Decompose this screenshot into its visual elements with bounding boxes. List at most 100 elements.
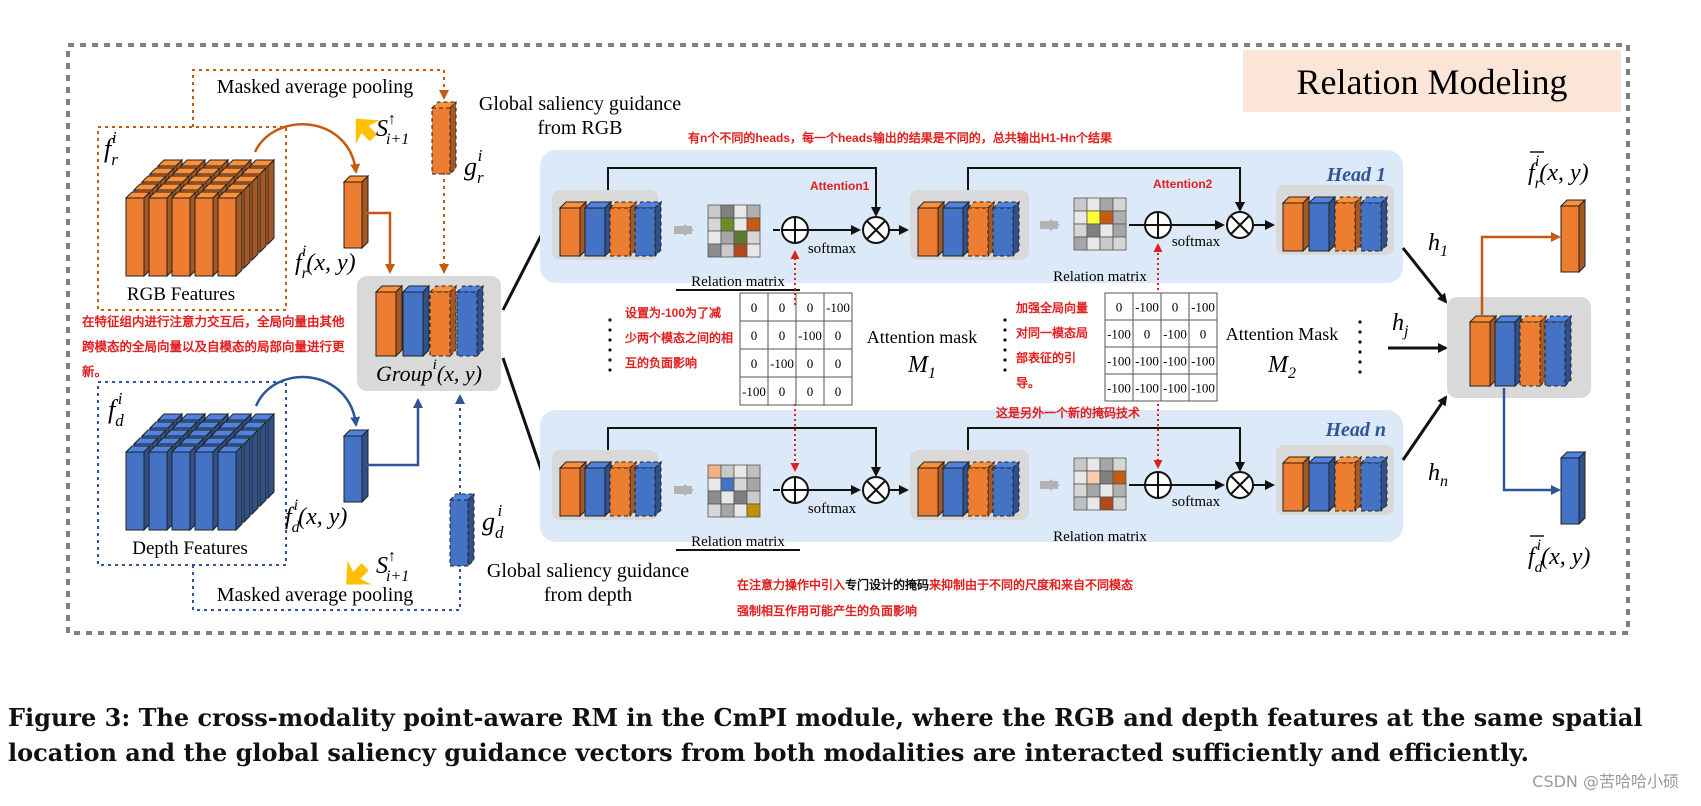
mask-cell xyxy=(1160,319,1190,348)
gr-bar xyxy=(430,100,458,176)
relation-matrix-label: Relation matrix xyxy=(691,534,785,550)
softmax-label: softmax xyxy=(1172,494,1221,510)
output-tokens xyxy=(1468,314,1573,388)
group-tokens xyxy=(374,284,485,358)
mask-cell-value: 0 xyxy=(1172,300,1179,315)
new-mask-note: 这是另外一个新的掩码技术 xyxy=(996,405,1140,420)
token-depth xyxy=(1307,195,1337,253)
token-rgb xyxy=(558,200,588,258)
token-depth xyxy=(941,460,971,518)
left-note-line1: 在特征组内进行注意力交互后，全局向量由其他 xyxy=(82,314,345,329)
mask-cell-value: -100 xyxy=(1135,381,1159,396)
caption-line1: Figure 3: The cross-modality point-aware… xyxy=(8,703,1643,732)
mask-cell xyxy=(1132,292,1162,321)
mask-cell-value: 0 xyxy=(779,300,786,315)
fr-xy-vector xyxy=(342,174,370,250)
mask2-note-line3: 部表征的引 xyxy=(1016,350,1076,365)
mask-cell-value: 0 xyxy=(835,356,842,371)
head-tokens-b xyxy=(916,200,1021,258)
fd-label: fdi xyxy=(108,389,124,430)
mask-cell xyxy=(1104,292,1134,321)
attention-mask1-label: Attention mask xyxy=(867,327,978,347)
mask-cell-value: -100 xyxy=(742,384,766,399)
bottom-note-line1: 在注意力操作中引入专门设计的掩码来抑制由于不同的尺度和来自不同模态 xyxy=(737,577,1133,592)
mask2-note-line4: 导。 xyxy=(1016,375,1040,390)
mask-cell xyxy=(1160,292,1190,321)
headn-label: Head n xyxy=(1324,419,1386,441)
left-note-line3: 新。 xyxy=(82,364,107,379)
fr-to-group-arrow xyxy=(366,211,395,274)
mask-cell-value: 0 xyxy=(1200,327,1207,342)
hj-label: hj xyxy=(1392,310,1409,340)
head1-label: Head 1 xyxy=(1326,164,1386,186)
token-rgb xyxy=(1281,455,1311,513)
fd-xy-vector xyxy=(342,428,370,504)
mask-cell-value: -100 xyxy=(1163,327,1187,342)
token-global-depth xyxy=(633,200,663,258)
outer-frame xyxy=(66,43,1630,635)
token-depth xyxy=(1493,314,1523,388)
mask-cell-value: -100 xyxy=(1163,354,1187,369)
softmax-label: softmax xyxy=(808,501,857,517)
mask-cell-value: 0 xyxy=(807,384,814,399)
caption-line2: location and the global saliency guidanc… xyxy=(8,738,1529,767)
down-left-arrow-icon xyxy=(346,560,372,585)
token-rgb xyxy=(1468,314,1498,388)
token-global-rgb xyxy=(966,200,996,258)
softmax-label: softmax xyxy=(808,241,857,257)
mask-cell xyxy=(1160,373,1190,402)
relation-matrix-grid xyxy=(707,464,761,518)
mask-cell-value: -100 xyxy=(1191,381,1215,396)
mask-cell-value: -100 xyxy=(826,300,850,315)
relation-matrix-grid xyxy=(707,204,761,258)
token-global-rgb xyxy=(428,284,458,358)
fr-bar xyxy=(342,174,370,250)
fr-label: fri xyxy=(104,128,118,169)
mask-cell-value: -100 xyxy=(1191,300,1215,315)
token-rgb xyxy=(558,460,588,518)
mask-cell xyxy=(1188,292,1218,321)
h1-arrow xyxy=(1401,247,1448,304)
cube-bar xyxy=(170,444,198,532)
add-operator-icon xyxy=(1144,211,1172,239)
depth-to-fd-arrow xyxy=(254,375,361,427)
mask-cell xyxy=(1188,346,1218,375)
mask-cell xyxy=(1104,373,1134,402)
diagram-title: Relation Modeling xyxy=(1297,62,1568,102)
mask-cell-value: -100 xyxy=(1135,300,1159,315)
mask-cell-value: 0 xyxy=(835,384,842,399)
fd-to-group-arrow xyxy=(366,398,423,467)
token-global-rgb xyxy=(608,200,638,258)
mask-cell xyxy=(823,320,853,350)
token-global-depth xyxy=(633,460,663,518)
mask-cell-value: 0 xyxy=(807,356,814,371)
rgb-feature-cube xyxy=(124,158,276,278)
multiply-operator-icon xyxy=(862,476,890,504)
cube-bar xyxy=(124,444,152,532)
cube-bar xyxy=(147,444,175,532)
depth-feature-cube xyxy=(124,412,276,532)
mask1-note-line1: 设置为-100为了减 xyxy=(625,305,721,320)
mask-cell xyxy=(767,320,797,350)
depth-features-label: Depth Features xyxy=(132,538,248,559)
fr-xy-label: fri(x, y) xyxy=(295,243,356,282)
global-depth-line2: from depth xyxy=(544,584,632,606)
head-tokens-a xyxy=(558,200,663,258)
cube-bar xyxy=(193,190,221,278)
head-tokens-out xyxy=(1281,195,1389,253)
token-global-rgb xyxy=(1518,314,1548,388)
left-note-line2: 跨模态的全局向量以及自模态的局部向量进行更 xyxy=(82,339,345,354)
figure-caption: Figure 3: The cross-modality point-aware… xyxy=(8,700,1698,770)
token-global-depth xyxy=(991,460,1021,518)
mask-cell xyxy=(1104,346,1134,375)
multiply-operator-icon xyxy=(1226,211,1254,239)
mask1-note-line3: 互的负面影响 xyxy=(625,355,697,370)
out-to-fr-arrow xyxy=(1480,232,1561,315)
gd-bar xyxy=(448,492,476,568)
m1-label: M1 xyxy=(907,352,936,382)
out-fr-bar-shape xyxy=(1559,198,1587,274)
hn-arrow xyxy=(1401,395,1448,461)
h1-label: h1 xyxy=(1428,230,1448,260)
out-fr-vector xyxy=(1559,198,1587,274)
